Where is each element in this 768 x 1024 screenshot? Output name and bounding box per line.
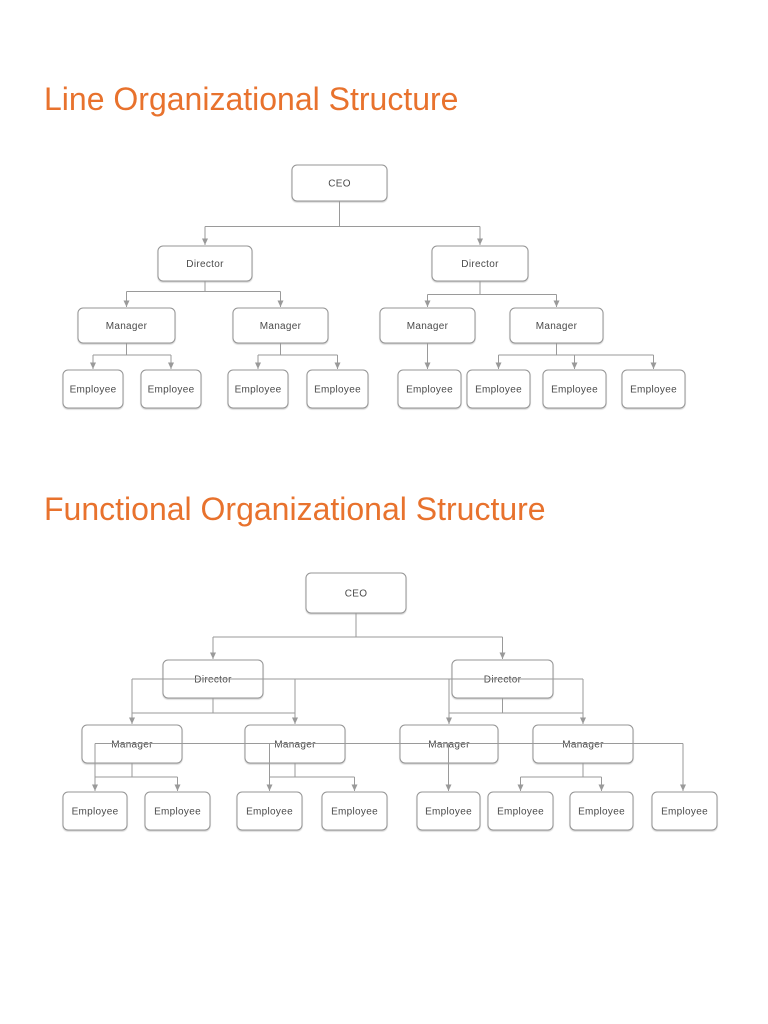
- section-title-functional: Functional Organizational Structure: [44, 491, 546, 527]
- node-label-employee: Employee: [235, 385, 282, 396]
- section-title-line: Line Organizational Structure: [44, 81, 459, 117]
- node-label-employee: Employee: [246, 807, 293, 818]
- org-node-box-employee: [306, 369, 369, 409]
- org-node-box-employee: [542, 369, 607, 409]
- org-node-box-employee: [144, 791, 211, 831]
- node-label-employee: Employee: [154, 807, 201, 818]
- org-node-box-employee: [397, 369, 462, 409]
- node-label-manager: Manager: [111, 740, 153, 751]
- org-node-box-employee: [651, 791, 718, 831]
- node-label-manager: Manager: [106, 321, 148, 332]
- node-label-manager: Manager: [562, 740, 604, 751]
- node-label-manager: Manager: [407, 321, 449, 332]
- node-label-manager: Manager: [428, 740, 470, 751]
- org-node-box-employee: [140, 369, 202, 409]
- node-label-employee: Employee: [661, 807, 708, 818]
- org-node-box-employee: [62, 791, 128, 831]
- node-label-employee: Employee: [314, 385, 361, 396]
- line-org-chart: CEO Director Director Manager Manager Ma…: [62, 164, 686, 409]
- functional-org-chart: CEO Director Director Manager Manager Ma…: [62, 572, 718, 831]
- node-label-ceo: CEO: [345, 589, 368, 600]
- node-label-employee: Employee: [72, 807, 119, 818]
- node-label-director: Director: [194, 675, 232, 686]
- node-label-ceo: CEO: [328, 179, 351, 190]
- node-label-employee: Employee: [630, 385, 677, 396]
- org-node-box-employee: [321, 791, 388, 831]
- org-node-box-employee: [236, 791, 303, 831]
- org-node-box-employee: [416, 791, 481, 831]
- node-label-manager: Manager: [274, 740, 316, 751]
- connector-line: [93, 201, 654, 356]
- node-label-employee: Employee: [406, 385, 453, 396]
- node-label-employee: Employee: [148, 385, 195, 396]
- node-label-manager: Manager: [536, 321, 578, 332]
- node-label-manager: Manager: [260, 321, 302, 332]
- connector-line: [95, 613, 683, 778]
- node-label-employee: Employee: [475, 385, 522, 396]
- node-label-employee: Employee: [578, 807, 625, 818]
- org-node-box-employee: [62, 369, 124, 409]
- org-node-box-employee: [487, 791, 554, 831]
- node-label-director: Director: [484, 675, 522, 686]
- node-label-director: Director: [186, 259, 224, 270]
- node-label-employee: Employee: [551, 385, 598, 396]
- node-label-employee: Employee: [425, 807, 472, 818]
- org-node-box-employee: [569, 791, 634, 831]
- org-node-box-employee: [466, 369, 531, 409]
- org-node-box-employee: [621, 369, 686, 409]
- node-label-employee: Employee: [497, 807, 544, 818]
- org-node-box-employee: [227, 369, 289, 409]
- node-label-employee: Employee: [70, 385, 117, 396]
- node-label-director: Director: [461, 259, 499, 270]
- node-label-employee: Employee: [331, 807, 378, 818]
